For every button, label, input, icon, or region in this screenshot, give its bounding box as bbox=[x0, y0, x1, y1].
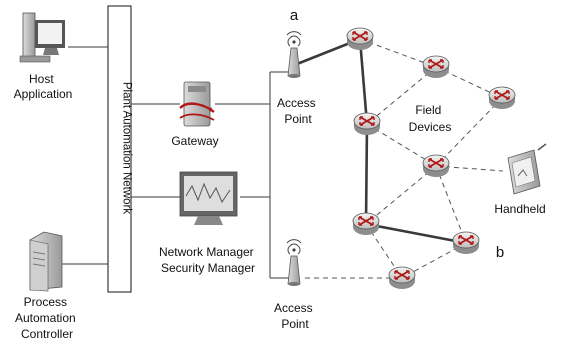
wireless-access-point-icon bbox=[286, 31, 302, 79]
marker-b: b bbox=[496, 244, 504, 261]
monitor-icon bbox=[179, 171, 238, 225]
wireless-router-icon bbox=[422, 154, 450, 178]
process-controller-label: Process Automation Controller bbox=[15, 295, 79, 341]
marker-a: a bbox=[290, 7, 299, 24]
gateway-server-icon bbox=[179, 81, 215, 127]
field-devices-label: Field Devices bbox=[409, 103, 452, 134]
wireless-router-icon bbox=[353, 112, 381, 136]
wireless-router-icon bbox=[352, 212, 380, 236]
wireless-router-icon bbox=[388, 266, 416, 290]
handheld-label: Handheld bbox=[494, 202, 545, 216]
handheld-device-icon bbox=[507, 143, 547, 195]
tower-server-icon bbox=[29, 231, 63, 292]
desktop-computer-icon bbox=[19, 12, 65, 63]
managers-label: Network Manager Security Manager bbox=[159, 245, 257, 275]
gateway-label: Gateway bbox=[171, 134, 218, 148]
access-point-top-label: Access Point bbox=[277, 96, 319, 126]
access-point-bottom-label: Access Point bbox=[274, 301, 316, 331]
host-application-label: Host Application bbox=[14, 72, 73, 101]
wired-links bbox=[62, 46, 290, 279]
wireless-router-icon bbox=[452, 231, 480, 255]
plant-automation-network-bus: Plant Automation Network bbox=[107, 5, 133, 293]
wireless-router-icon bbox=[488, 86, 516, 110]
wireless-access-point-icon bbox=[286, 239, 302, 287]
wireless-router-icon bbox=[346, 27, 374, 51]
field-devices bbox=[346, 27, 516, 290]
bus-label: Plant Automation Network bbox=[121, 82, 133, 215]
wireless-router-icon bbox=[422, 55, 450, 79]
